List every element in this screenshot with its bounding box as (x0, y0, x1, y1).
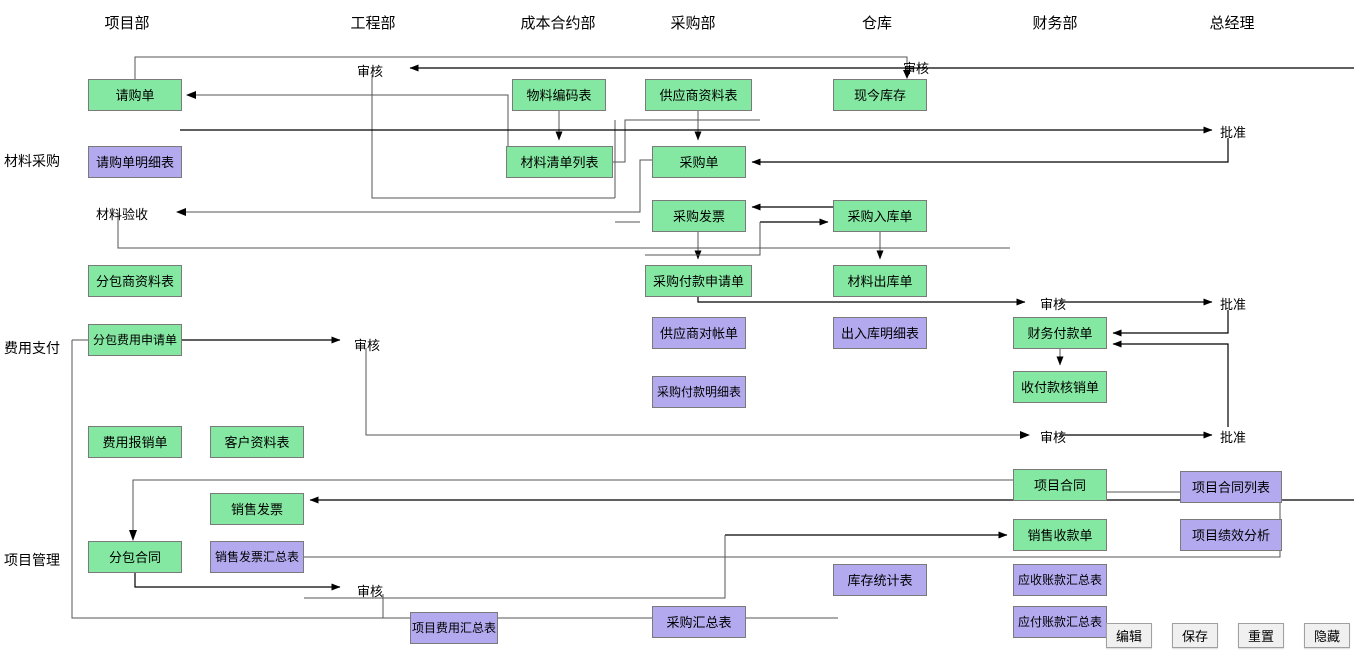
node-qing-gou-dan[interactable]: 请购单 (88, 79, 182, 111)
node-xiang-mu-he-tong-lie-biao[interactable]: 项目合同列表 (1180, 471, 1282, 503)
node-ying-shou-zhang-kuan-hui-zong-biao[interactable]: 应收账款汇总表 (1013, 564, 1107, 596)
node-fei-yong-bao-xiao-dan[interactable]: 费用报销单 (88, 426, 182, 458)
node-cai-gou-hui-zong-biao[interactable]: 采购汇总表 (652, 606, 746, 638)
node-cai-gou-ru-ku-dan[interactable]: 采购入库单 (833, 200, 927, 232)
flow-label-pizhun-3: 批准 (1220, 430, 1247, 445)
flow-label-shenhe-2: 审核 (903, 61, 930, 76)
node-cai-gou-fu-kuan-ming-xi-biao[interactable]: 采购付款明细表 (652, 376, 746, 408)
node-xiao-shou-fa-piao-hui-zong-biao[interactable]: 销售发票汇总表 (210, 541, 304, 573)
node-cai-gou-fa-piao[interactable]: 采购发票 (652, 200, 746, 232)
flow-label-shenhe-5: 审核 (1040, 430, 1067, 445)
edit-button[interactable]: 编辑 (1106, 623, 1152, 648)
node-qing-gou-dan-ming-xi-biao[interactable]: 请购单明细表 (88, 146, 182, 178)
node-ku-cun-tong-ji-biao[interactable]: 库存统计表 (833, 564, 927, 596)
row-label-xiangmuguanli: 项目管理 (4, 552, 60, 568)
row-label-cailiaocaigou: 材料采购 (4, 153, 60, 169)
row-label-feiyongzhifu: 费用支付 (4, 340, 60, 356)
flow-label-pizhun-2: 批准 (1220, 297, 1247, 312)
node-xiang-mu-fei-yong-hui-zong-biao[interactable]: 项目费用汇总表 (410, 612, 498, 644)
reset-button[interactable]: 重置 (1238, 623, 1284, 648)
node-ke-hu-zi-liao-biao[interactable]: 客户资料表 (210, 426, 304, 458)
node-gong-ying-shang-dui-zhang-dan[interactable]: 供应商对帐单 (652, 317, 746, 349)
flow-label-shenhe-1: 审核 (357, 64, 384, 79)
node-cai-gou-fu-kuan-shen-qing-dan[interactable]: 采购付款申请单 (645, 265, 752, 297)
node-chu-ru-ku-ming-xi-biao[interactable]: 出入库明细表 (833, 317, 927, 349)
node-cai-liao-qing-dan-lie-biao[interactable]: 材料清单列表 (506, 146, 613, 178)
node-xiao-shou-shou-kuan-dan[interactable]: 销售收款单 (1013, 519, 1107, 551)
save-button[interactable]: 保存 (1172, 623, 1218, 648)
column-header-caiwubu: 财务部 (1032, 15, 1078, 32)
node-xian-jin-ku-cun[interactable]: 现今库存 (833, 79, 927, 111)
column-header-zongjingli: 总经理 (1209, 15, 1255, 32)
node-gong-ying-shang-zi-liao-biao[interactable]: 供应商资料表 (645, 79, 752, 111)
node-cai-gou-dan[interactable]: 采购单 (652, 146, 746, 178)
node-xiang-mu-ji-xiao-fen-xi[interactable]: 项目绩效分析 (1180, 519, 1282, 551)
column-header-caigoubu: 采购部 (670, 15, 716, 32)
column-header-chengbenheyuebu: 成本合约部 (520, 15, 596, 32)
node-fen-bao-shang-zi-liao-biao[interactable]: 分包商资料表 (88, 265, 182, 297)
node-cai-liao-chu-ku-dan[interactable]: 材料出库单 (833, 265, 927, 297)
node-ying-fu-zhang-kuan-hui-zong-biao[interactable]: 应付账款汇总表 (1013, 606, 1107, 638)
node-xiao-shou-fa-piao[interactable]: 销售发票 (210, 493, 304, 525)
flow-label-cailiao-yanshou: 材料验收 (96, 207, 149, 222)
flow-label-shenhe-3: 审核 (1040, 297, 1067, 312)
node-fen-bao-he-tong[interactable]: 分包合同 (88, 541, 182, 573)
node-wu-liao-bian-ma-biao[interactable]: 物料编码表 (512, 79, 606, 111)
column-header-cangku: 仓库 (861, 15, 893, 32)
node-fen-bao-fei-yong-shen-qing-dan[interactable]: 分包费用申请单 (88, 324, 182, 356)
column-header-gongchengbu: 工程部 (350, 15, 396, 32)
flow-label-shenhe-4: 审核 (354, 338, 381, 353)
flow-label-pizhun-1: 批准 (1220, 125, 1247, 140)
node-shou-fu-kuan-he-xiao-dan[interactable]: 收付款核销单 (1013, 371, 1107, 403)
node-xiang-mu-he-tong[interactable]: 项目合同 (1013, 469, 1107, 501)
hide-button[interactable]: 隐藏 (1304, 623, 1350, 648)
flow-label-shenhe-6: 审核 (357, 584, 384, 599)
column-header-xiangmubu: 项目部 (104, 15, 150, 32)
node-cai-wu-fu-kuan-dan[interactable]: 财务付款单 (1013, 317, 1107, 349)
